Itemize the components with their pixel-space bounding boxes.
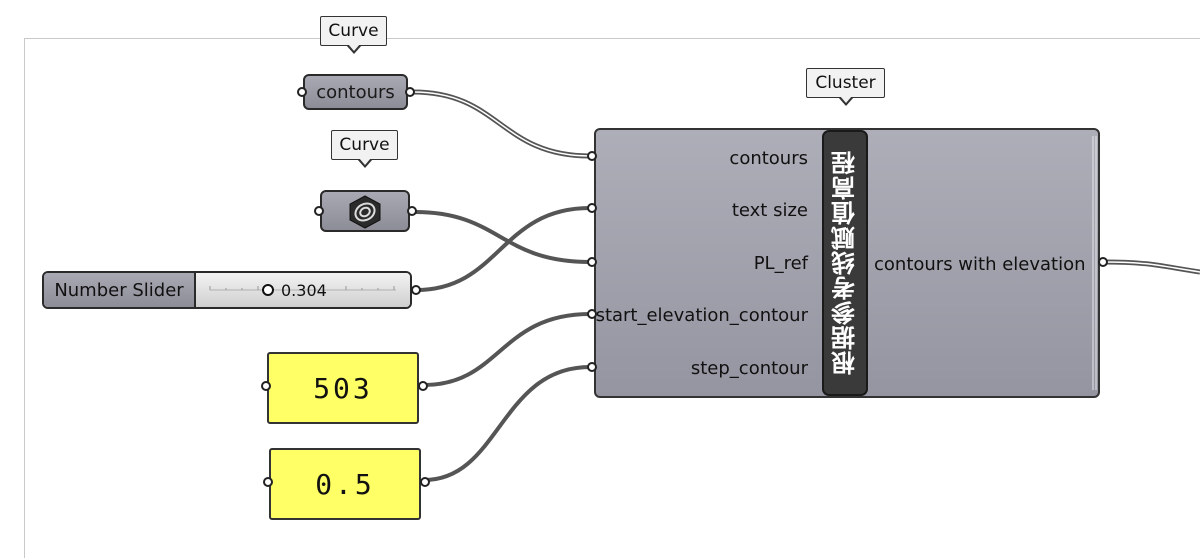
panel-start-input-grip[interactable] xyxy=(261,381,271,391)
wire-start-elevation xyxy=(423,312,591,387)
slider-ticks xyxy=(209,286,396,291)
number-slider-label: Number Slider xyxy=(44,273,196,307)
cluster-grip-step[interactable] xyxy=(587,362,597,372)
canvas-frame-left xyxy=(24,38,25,558)
canvas-frame-top xyxy=(24,38,1200,39)
contours-param-output-grip[interactable] xyxy=(405,87,415,97)
curve-param-input-grip[interactable] xyxy=(314,206,324,216)
cluster-grip-start-elevation[interactable] xyxy=(587,309,597,319)
cluster-title: 根据参考线赋值高程 xyxy=(822,130,868,396)
panel-start-elevation[interactable]: 503 xyxy=(267,352,419,424)
cluster-input-contours[interactable]: contours xyxy=(729,148,808,169)
wire-step xyxy=(423,365,591,482)
contours-param-label: contours xyxy=(316,81,395,103)
cluster-input-start-elevation[interactable]: start_elevation_contour xyxy=(595,305,808,326)
curve-param[interactable] xyxy=(320,190,410,232)
panel-start-output-grip[interactable] xyxy=(418,381,428,391)
slider-knob[interactable] xyxy=(262,284,274,296)
cluster-grip-contours[interactable] xyxy=(587,151,597,161)
panel-step-input-grip[interactable] xyxy=(263,477,273,487)
cluster-grip-pl-ref[interactable] xyxy=(587,257,597,267)
number-slider-track[interactable]: 0.304 xyxy=(196,273,410,307)
cluster-input-text-size[interactable]: text size xyxy=(731,200,808,221)
slider-output-grip[interactable] xyxy=(411,285,421,295)
curve-tag-top: Curve xyxy=(320,16,387,54)
panel-step-output-grip[interactable] xyxy=(420,477,430,487)
contours-param-input-grip[interactable] xyxy=(297,87,307,97)
wire-curve-plref xyxy=(414,210,591,264)
curve-param-output-grip[interactable] xyxy=(407,206,417,216)
wire-slider-textsize xyxy=(415,206,591,292)
cluster-edge-lines xyxy=(1092,136,1097,390)
cluster-grip-output[interactable] xyxy=(1098,257,1108,267)
cluster-tag: Cluster xyxy=(806,68,885,106)
cluster-grip-text-size[interactable] xyxy=(587,203,597,213)
number-slider[interactable]: Number Slider 0.304 xyxy=(42,271,412,309)
cluster-component[interactable]: contours text size PL_ref start_elevatio… xyxy=(594,128,1100,398)
cluster-input-step[interactable]: step_contour xyxy=(690,358,808,379)
cluster-input-pl-ref[interactable]: PL_ref xyxy=(753,253,808,274)
contours-param[interactable]: contours xyxy=(303,74,408,110)
curve-tag-mid: Curve xyxy=(331,130,398,168)
slider-value: 0.304 xyxy=(281,281,327,300)
panel-step[interactable]: 0.5 xyxy=(269,448,421,520)
curve-param-icon xyxy=(349,195,381,229)
wire-output xyxy=(1103,259,1200,275)
cluster-output-contours-elevation[interactable]: contours with elevation xyxy=(874,254,1086,275)
